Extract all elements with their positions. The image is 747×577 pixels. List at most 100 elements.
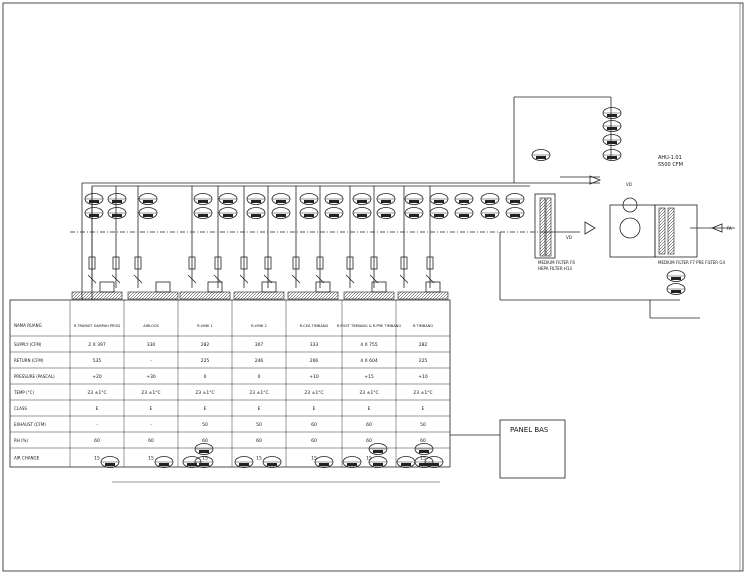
sensor-bubble-top bbox=[324, 193, 344, 205]
table-cell: - bbox=[150, 359, 152, 364]
table-cell: 60 bbox=[366, 422, 372, 428]
table-cell: E bbox=[313, 406, 316, 412]
table-cell: +30 bbox=[146, 374, 156, 380]
diffuser-box bbox=[371, 281, 387, 293]
sensor-bubble-top bbox=[352, 193, 372, 205]
table-cell: 0 bbox=[204, 374, 207, 380]
sensor-bubble-top bbox=[246, 193, 266, 205]
table-row-label: CLASS bbox=[14, 406, 27, 411]
sensor-bubble-top bbox=[376, 193, 396, 205]
panel-bas: PANEL BAS bbox=[450, 419, 566, 479]
sensor-bubble-bottom bbox=[262, 456, 282, 468]
diffuser-box bbox=[207, 281, 223, 293]
sensor-bubble-bottom bbox=[194, 456, 214, 468]
ahu-unit bbox=[534, 175, 723, 259]
sensor-bubble-ahu bbox=[531, 149, 551, 161]
table-cell: 60 bbox=[311, 422, 317, 428]
sensor-bubble-top bbox=[480, 193, 500, 205]
sensor-bubble-top bbox=[299, 193, 319, 205]
damper-blade bbox=[111, 274, 121, 284]
diffuser-box bbox=[99, 281, 115, 293]
table-cell: 15 bbox=[94, 456, 100, 462]
table-row-label: NAMA RUANG bbox=[14, 323, 42, 328]
fresh-air-tag: FA bbox=[727, 226, 732, 231]
damper-blade bbox=[187, 274, 197, 284]
diffuser-hatch bbox=[397, 291, 449, 300]
sensor-bubble-top bbox=[107, 193, 127, 205]
instrument-bubbles bbox=[84, 107, 686, 468]
sensor-bubble-bottom bbox=[424, 456, 444, 468]
table-cell: 266 bbox=[310, 358, 319, 364]
table-cell: 23 ±1°C bbox=[195, 390, 214, 396]
sensor-bubble-bottom bbox=[342, 456, 362, 468]
filter-label-left-1: MEDIUM FILTER F6 bbox=[538, 260, 575, 265]
table-cell: 282 bbox=[419, 342, 428, 348]
table-cell: 50 bbox=[420, 422, 426, 428]
sensor-bubble-top bbox=[505, 193, 525, 205]
table-cell: 15 bbox=[148, 456, 154, 462]
table-column-header: R.CEA TIMBANG bbox=[300, 324, 329, 328]
damper-blade bbox=[239, 274, 249, 284]
sensor-bubble-ahu bbox=[602, 134, 622, 146]
table-row-label: SUPPLY (CFM) bbox=[14, 342, 42, 347]
table-cell: E bbox=[96, 406, 99, 412]
room-branch-drops bbox=[71, 186, 449, 300]
table-cell: 225 bbox=[419, 358, 428, 364]
damper-blade bbox=[345, 274, 355, 284]
table-cell: 333 bbox=[310, 342, 319, 348]
table-column-header: R.POST TIMBANG & R.PRE TIMBANG bbox=[337, 324, 402, 328]
supply-trunk bbox=[81, 96, 612, 300]
table-cell: 23 ±1°C bbox=[304, 390, 323, 396]
vd-tag-top: VD bbox=[626, 182, 632, 187]
table-cell: 60 bbox=[420, 438, 426, 444]
sensor-bubble-top bbox=[218, 207, 238, 219]
damper-box bbox=[292, 256, 300, 270]
table-cell: 60 bbox=[311, 438, 317, 444]
filter-label-right: MEDIUM FILTER F7 PRE FILTER G4 bbox=[658, 260, 725, 265]
sensor-bubble-ahu bbox=[666, 283, 686, 295]
damper-box bbox=[316, 256, 324, 270]
table-cell: 60 bbox=[148, 438, 154, 444]
sensor-bubble-top bbox=[246, 207, 266, 219]
table-cell: 307 bbox=[255, 342, 264, 348]
sensor-bubble-top bbox=[138, 207, 158, 219]
damper-box bbox=[188, 256, 196, 270]
table-cell: 60 bbox=[202, 438, 208, 444]
sensor-bubble-top bbox=[271, 207, 291, 219]
table-cell: 4 X 604 bbox=[360, 358, 378, 364]
damper-box bbox=[214, 256, 222, 270]
table-cell: 0 bbox=[258, 374, 261, 380]
sensor-bubble-top bbox=[107, 207, 127, 219]
sensor-bubble-bottom bbox=[314, 456, 334, 468]
table-cell: 23 ±1°C bbox=[413, 390, 432, 396]
table-cell: E bbox=[422, 406, 425, 412]
table-column-header: AIRLOCK bbox=[143, 324, 159, 328]
table-row-label: AIR CHANGE bbox=[14, 456, 40, 461]
table-cell: 23 ±1°C bbox=[249, 390, 268, 396]
sensor-bubble-top bbox=[138, 193, 158, 205]
diffuser-box bbox=[155, 281, 171, 293]
table-cell: 60 bbox=[366, 438, 372, 444]
sensor-bubble-top bbox=[480, 207, 500, 219]
diffuser-hatch bbox=[179, 291, 231, 300]
table-row-label: RH (%) bbox=[14, 438, 28, 443]
table-row-label: EXHAUST (CFM) bbox=[14, 422, 46, 427]
sensor-bubble-top bbox=[352, 207, 372, 219]
sensor-bubble-ahu bbox=[602, 149, 622, 161]
diffuser-hatch bbox=[233, 291, 285, 300]
diffuser-hatch bbox=[71, 291, 123, 300]
diffuser-hatch bbox=[127, 291, 179, 300]
sensor-bubble-top bbox=[376, 207, 396, 219]
damper-blade bbox=[291, 274, 301, 284]
ahu-name: AHU-1.01 bbox=[658, 155, 682, 161]
table-cell: 4 X 755 bbox=[360, 342, 378, 348]
sensor-bubble-top bbox=[84, 193, 104, 205]
diffuser-box bbox=[261, 281, 277, 293]
table-cell: E bbox=[150, 406, 153, 412]
sensor-bubble-bottom bbox=[154, 456, 174, 468]
table-cell: - bbox=[96, 423, 98, 428]
damper-box bbox=[370, 256, 378, 270]
table-cell: E bbox=[258, 406, 261, 412]
